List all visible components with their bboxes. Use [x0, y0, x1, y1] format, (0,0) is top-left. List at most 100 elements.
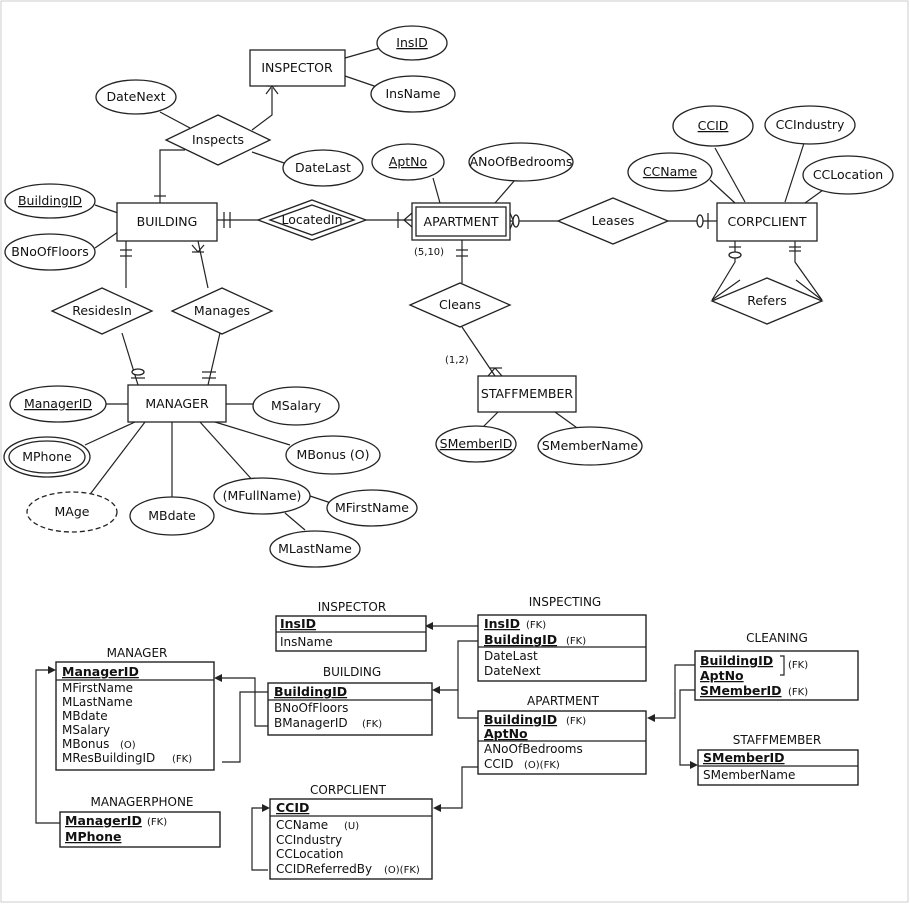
entity-corpclient: CORPCLIENT: [727, 214, 806, 229]
entity-manager-box: [127, 384, 227, 423]
entity-apartment: APARTMENT: [424, 214, 499, 229]
attr-buildingid: BuildingID: [18, 193, 82, 208]
col-pk: BuildingID: [274, 684, 347, 699]
col: CCID: [484, 757, 514, 771]
attr-mage: MAge: [55, 504, 90, 519]
rel-leases: Leases: [592, 213, 635, 228]
table-title: MANAGER: [107, 646, 168, 660]
table-building: BUILDING BuildingID BNoOfFloors BManager…: [267, 665, 433, 736]
table-managerphone: MANAGERPHONE ManagerID (FK) MPhone: [59, 795, 221, 848]
rel-cleans: Cleans: [439, 297, 481, 312]
entity-apartment-inner: [415, 206, 507, 237]
col-buildingid: BuildingID: [700, 653, 773, 668]
col-pk: CCID: [276, 800, 309, 815]
col-pk: SMemberID: [703, 750, 785, 765]
table-title: INSPECTING: [529, 595, 601, 609]
col: CCName: [276, 818, 328, 832]
schema-arrows: [35, 622, 698, 871]
col-buildingid: BuildingID: [484, 632, 557, 647]
table-title: STAFFMEMBER: [733, 733, 821, 747]
note: (O): [120, 740, 136, 751]
col-aptno: AptNo: [700, 668, 744, 683]
col: MBonus: [62, 737, 109, 751]
attr-datelast: DateLast: [295, 160, 351, 175]
attr-ccindustry: CCIndustry: [776, 117, 845, 132]
col: DateLast: [484, 649, 538, 663]
attr-ccname: CCName: [643, 164, 698, 179]
entity-inspector: INSPECTOR: [261, 60, 333, 75]
fk-note: (O)(FK): [384, 865, 420, 876]
rel-refers-diamond: [710, 277, 824, 325]
col: DateNext: [484, 664, 541, 678]
entity-manager: MANAGER: [145, 396, 209, 411]
col-pk: ManagerID: [62, 664, 139, 679]
table-title: BUILDING: [323, 665, 381, 679]
entity-staffmember: STAFFMEMBER: [481, 386, 573, 401]
col-insid: InsID: [484, 616, 520, 631]
col: BManagerID: [274, 716, 348, 730]
er-entities: INSPECTOR BUILDING APARTMENT CORPCLIENT …: [116, 49, 818, 423]
attr-smembername: SMemberName: [542, 438, 639, 453]
rel-leases-diamond: [556, 197, 670, 245]
col: CCLocation: [276, 847, 344, 861]
table-title: MANAGERPHONE: [90, 795, 193, 809]
card-apartment-cleans: (5,10): [414, 247, 444, 258]
col: CCIndustry: [276, 833, 342, 847]
attr-cclocation: CCLocation: [813, 167, 883, 182]
attr-smemberid: SMemberID: [440, 436, 513, 451]
fk-note: (FK): [566, 716, 586, 727]
col-buildingid: BuildingID: [484, 712, 557, 727]
attr-insid: InsID: [396, 35, 427, 50]
note: (U): [344, 821, 359, 832]
fk-note: (FK): [526, 620, 546, 631]
attr-datenext: DateNext: [107, 89, 166, 104]
rel-inspects: Inspects: [192, 132, 244, 147]
col: MResBuildingID: [62, 751, 155, 765]
rel-residesin-diamond: [50, 287, 154, 335]
entity-corpclient-box: [716, 202, 818, 242]
col: MFirstName: [62, 681, 133, 695]
col-managerid: ManagerID: [65, 813, 142, 828]
attr-mfullname: (MFullName): [223, 488, 302, 503]
col: SMemberName: [703, 768, 795, 782]
col: MLastName: [62, 695, 133, 709]
rel-refers: Refers: [747, 293, 787, 308]
fk-note: (FK): [788, 687, 808, 698]
table-title: CLEANING: [746, 631, 808, 645]
table-inspecting: INSPECTING InsID (FK) BuildingID (FK) Da…: [477, 595, 647, 682]
attr-mlastname: MLastName: [278, 541, 352, 556]
table-cleaning: CLEANING BuildingID AptNo (FK) SMemberID…: [694, 631, 859, 701]
col: ANoOfBedrooms: [484, 742, 583, 756]
table-staffmember: STAFFMEMBER SMemberID SMemberName: [697, 733, 859, 786]
col: CCIDReferredBy: [276, 862, 372, 876]
fk-note: (FK): [172, 754, 192, 765]
entity-staffmember-box: [477, 375, 577, 413]
col: BNoOfFloors: [274, 701, 348, 715]
attr-mfirstname: MFirstName: [335, 500, 409, 515]
table-title: APARTMENT: [527, 694, 600, 708]
er-attributes: InsID InsName DateNext DateLast Building…: [3, 25, 894, 568]
table-title: CORPCLIENT: [310, 783, 387, 797]
attr-aptno: AptNo: [389, 154, 427, 169]
attr-managerid: ManagerID: [24, 396, 92, 411]
table-title: INSPECTOR: [318, 600, 386, 614]
table-manager: MANAGER ManagerID MFirstName MLastName M…: [55, 646, 215, 771]
rel-manages-diamond: [170, 287, 274, 335]
attr-mbonus: MBonus (O): [297, 447, 370, 462]
table-corpclient: CORPCLIENT CCID CCName (U) CCIndustry CC…: [269, 783, 433, 880]
col-pk: InsID: [280, 616, 316, 631]
rel-residesin: ResidesIn: [72, 303, 132, 318]
col: MBdate: [62, 709, 108, 723]
rel-locatedin: LocatedIn: [281, 212, 342, 227]
rel-locatedin-inner: [268, 204, 356, 236]
col: MSalary: [62, 723, 110, 737]
table-apartment: APARTMENT BuildingID (FK) AptNo ANoOfBed…: [477, 694, 647, 775]
attr-insname: InsName: [386, 86, 441, 101]
rel-cleans-diamond: [408, 282, 512, 328]
col-aptno: AptNo: [484, 726, 528, 741]
fk-note: (O)(FK): [524, 760, 560, 771]
col-mphone: MPhone: [65, 829, 121, 844]
rel-manages: Manages: [194, 303, 250, 318]
